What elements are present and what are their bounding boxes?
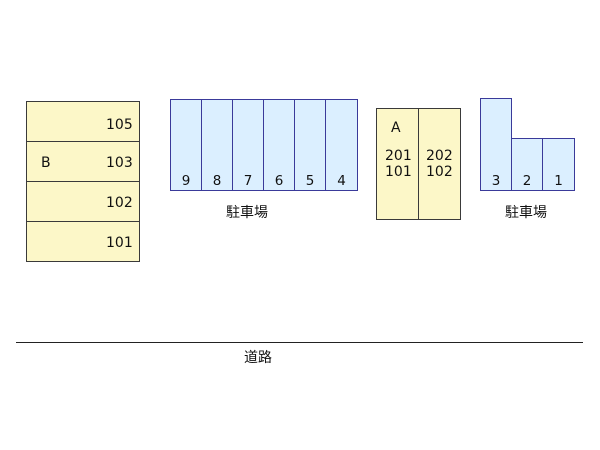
unit-number: 102 — [106, 195, 133, 211]
parking-left: 9 8 7 6 5 4 — [170, 99, 358, 191]
building-b-unit-103: B 103 — [26, 141, 140, 182]
space-number: 4 — [337, 173, 346, 189]
parking-right: 3 2 1 — [480, 98, 575, 191]
unit-number: 201 — [385, 148, 412, 164]
building-b-name: B — [41, 155, 51, 171]
parking-space: 6 — [263, 99, 295, 191]
building-a-right-half: 202 102 — [418, 108, 461, 220]
building-a-name: A — [391, 120, 401, 136]
building-b: 105 B 103 102 101 — [26, 101, 140, 262]
space-number: 2 — [522, 173, 532, 189]
parking-right-label: 駐車場 — [505, 205, 547, 221]
parking-space: 7 — [232, 99, 264, 191]
parking-left-label: 駐車場 — [226, 205, 268, 221]
space-number: 1 — [554, 173, 563, 189]
space-number: 3 — [491, 173, 501, 189]
unit-number: 102 — [426, 164, 453, 180]
building-a: A 201 101 202 102 — [376, 108, 461, 220]
space-number: 6 — [274, 173, 284, 189]
unit-number: 103 — [106, 155, 133, 171]
parking-space: 5 — [294, 99, 326, 191]
space-number: 9 — [181, 173, 191, 189]
road-line — [16, 342, 583, 343]
parking-space: 9 — [170, 99, 202, 191]
building-b-unit-101: 101 — [26, 221, 140, 262]
building-b-unit-105: 105 — [26, 101, 140, 142]
parking-space: 1 — [542, 138, 575, 191]
parking-space: 8 — [201, 99, 233, 191]
unit-number: 202 — [426, 148, 453, 164]
parking-space: 4 — [325, 99, 358, 191]
unit-number: 105 — [106, 117, 133, 133]
space-number: 8 — [212, 173, 222, 189]
road-label: 道路 — [244, 350, 272, 366]
unit-number: 101 — [106, 235, 133, 251]
space-number: 5 — [305, 173, 315, 189]
building-a-left-half: A 201 101 — [376, 108, 419, 220]
parking-space: 3 — [480, 98, 512, 191]
parking-space: 2 — [511, 138, 543, 191]
building-b-unit-102: 102 — [26, 181, 140, 222]
space-number: 7 — [243, 173, 253, 189]
unit-number: 101 — [385, 164, 412, 180]
